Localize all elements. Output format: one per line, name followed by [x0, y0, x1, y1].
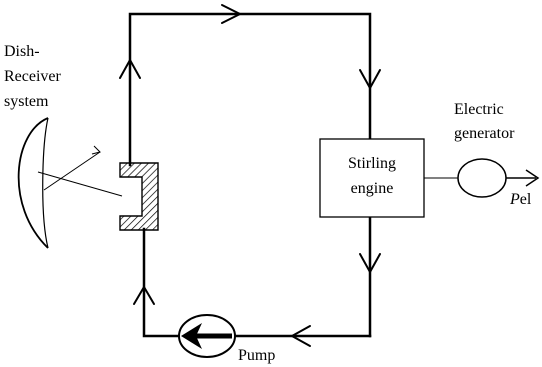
label-engine-line1: Stirling	[348, 155, 396, 172]
label-dish-line2: Receiver	[4, 68, 62, 85]
label-power-sub: el	[520, 191, 532, 208]
flow-arrow-right-lower-down	[359, 253, 381, 273]
receiver	[119, 162, 159, 231]
label-generator-line1: Electric	[454, 101, 504, 118]
dish-reflector	[17, 117, 123, 249]
ray-reflected	[37, 171, 123, 197]
flow-arrow-lower-left-up	[133, 286, 155, 305]
ray-arrowhead	[91, 145, 101, 155]
pipe-top	[128, 12, 372, 167]
ray-incoming	[43, 151, 101, 191]
flow-arrow-top-right	[221, 4, 241, 24]
flow-arrows	[119, 4, 381, 347]
flow-arrow-bottom-left	[291, 325, 311, 347]
label-engine-line2: engine	[351, 180, 394, 197]
circuit-loop	[128, 12, 372, 338]
label-dish-line3: system	[4, 93, 49, 110]
pump	[178, 314, 236, 358]
label-power-italic: P	[509, 191, 520, 208]
label-pump: Pump	[238, 347, 275, 364]
label-dish-line1: Dish-	[4, 43, 40, 60]
label-generator-line2: generator	[454, 125, 515, 142]
stirling-engine-box	[319, 138, 425, 218]
labels: Dish- Receiver system Stirling engine El…	[4, 43, 532, 364]
pipe-bottom	[142, 227, 372, 338]
pump-arrow-head	[181, 323, 202, 349]
flow-arrow-right-down	[359, 69, 381, 89]
power-output-arrow	[525, 169, 540, 187]
flow-arrow-left-up	[119, 59, 141, 79]
label-power-output: Pel	[509, 191, 532, 208]
generator-circle	[457, 158, 507, 198]
